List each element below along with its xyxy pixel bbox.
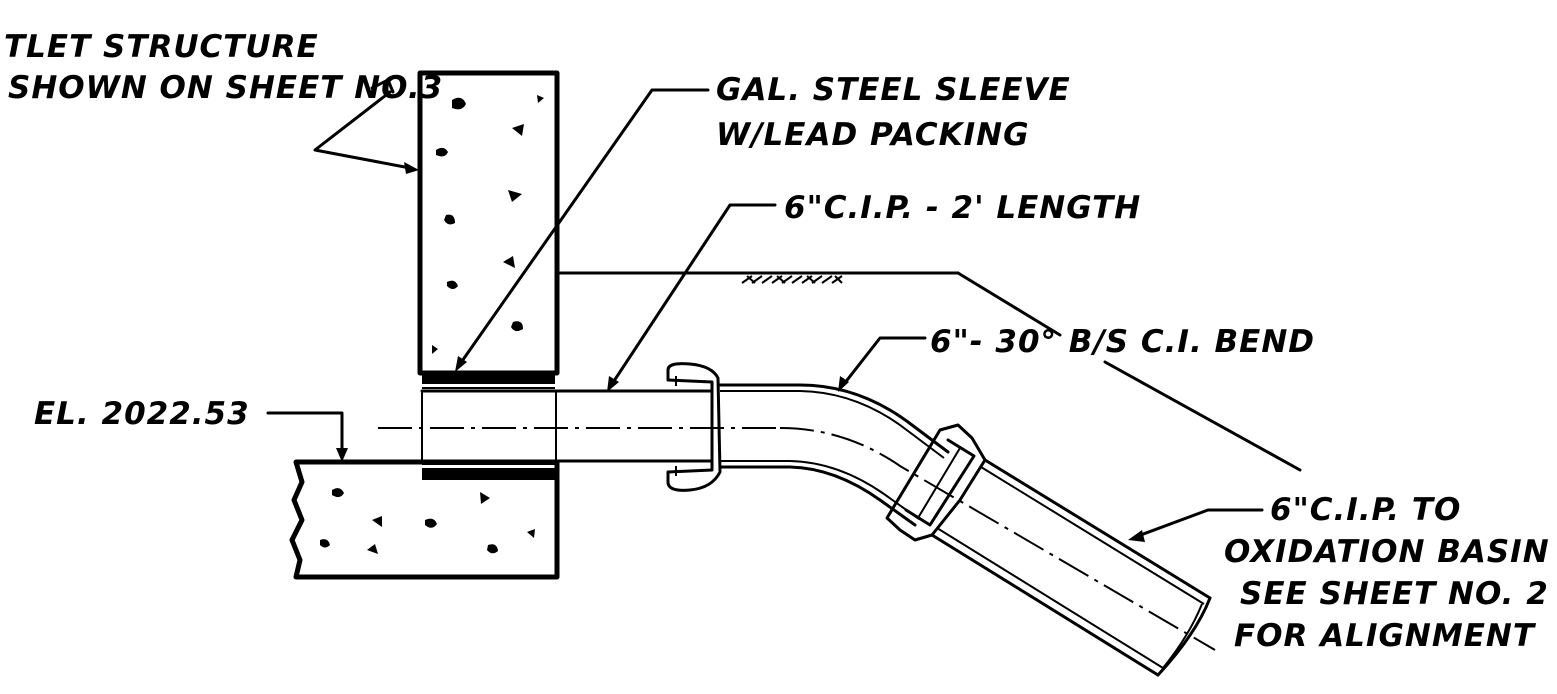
bend-label: 6"- 30° B/S C.I. BEND (930, 324, 1315, 360)
basin-label-line2: OXIDATION BASIN (1224, 534, 1550, 570)
outlet-structure-label-line1: TLET STRUCTURE (4, 29, 319, 65)
cip-30deg-bend (718, 383, 950, 527)
basin-label-line4: FOR ALIGNMENT (1234, 618, 1537, 654)
cip-straight-pipe (420, 389, 714, 463)
labels: TLET STRUCTURE SHOWN ON SHEET NO.3 GAL. … (4, 29, 1550, 654)
ground-line (555, 271, 1062, 337)
leader-lines (266, 78, 1302, 542)
outlet-structure-label-line2: SHOWN ON SHEET NO.3 (8, 70, 443, 106)
bend-outlet-joint (885, 423, 987, 542)
basin-label-line3: SEE SHEET NO. 2 (1240, 576, 1549, 612)
cip-length-label: 6"C.I.P. - 2' LENGTH (784, 190, 1141, 226)
sleeve-label-line2: W/LEAD PACKING (716, 117, 1030, 153)
bend-bell-hub (666, 362, 722, 492)
basin-label-line1: 6"C.I.P. TO (1270, 492, 1461, 528)
elevation-label: EL. 2022.53 (34, 396, 250, 432)
outlet-structure-wall (417, 70, 560, 376)
floor-slab (289, 459, 560, 580)
pipe-centerline (378, 427, 1216, 651)
sleeve-label-line1: GAL. STEEL SLEEVE (716, 72, 1071, 108)
cip-downstream-pipe (930, 458, 1212, 677)
